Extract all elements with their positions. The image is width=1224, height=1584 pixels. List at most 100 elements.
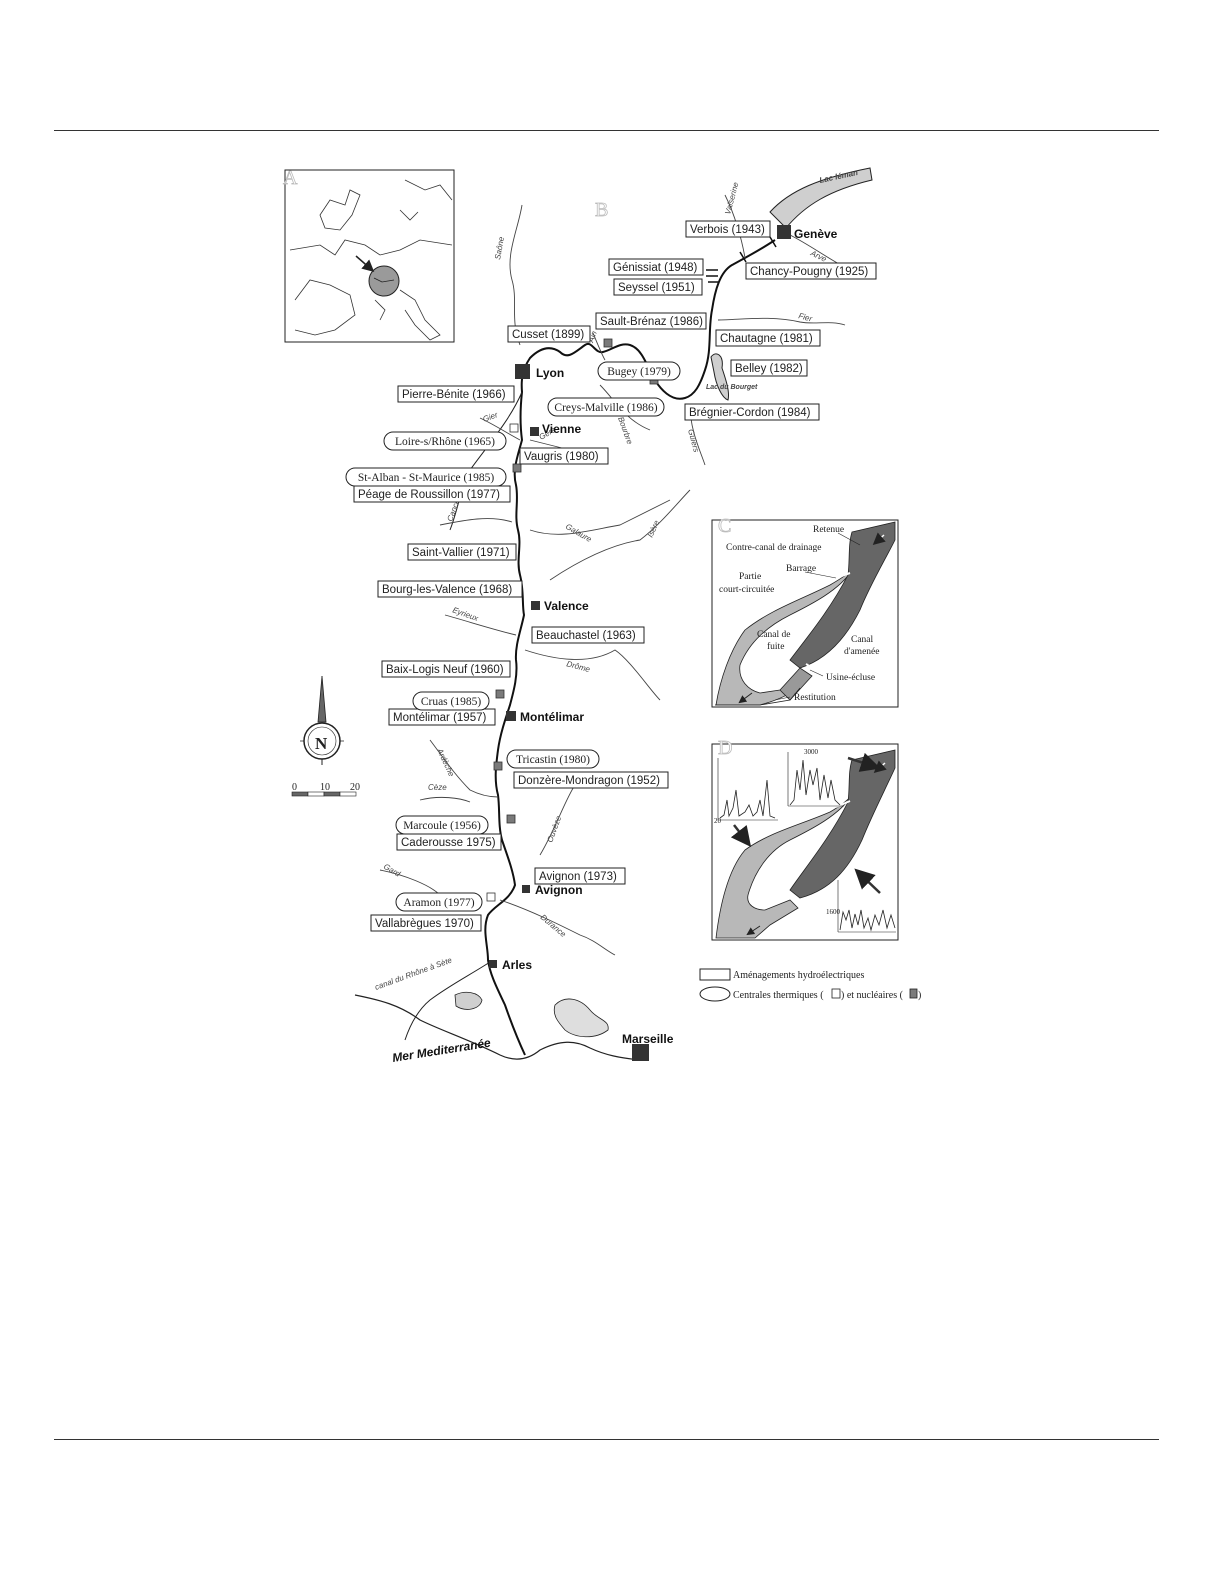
d-y1: 3000 bbox=[804, 748, 819, 756]
city-lyon: Lyon bbox=[536, 366, 564, 380]
city-marker-avignon bbox=[522, 885, 530, 893]
river-ceze: Cèze bbox=[428, 783, 447, 792]
city-marker-lyon bbox=[515, 364, 530, 379]
river-guiers: Guiers bbox=[686, 428, 701, 453]
power-plant-label: St-Alban - St-Maurice (1985) bbox=[345, 467, 507, 487]
hydro-dam-text: Sault-Brénaz (1986) bbox=[600, 316, 703, 328]
hydro-dam-text: Cusset (1899) bbox=[512, 329, 584, 341]
c-canal-fuite-1: Canal de bbox=[757, 630, 791, 640]
city-marker-valence bbox=[531, 601, 540, 610]
c-usine: Usine-écluse bbox=[826, 673, 875, 683]
hydro-dam-text: Verbois (1943) bbox=[690, 224, 765, 236]
river-galaure: Galaure bbox=[564, 522, 594, 544]
power-plant-label: Tricastin (1980) bbox=[506, 749, 600, 769]
etang-1 bbox=[454, 991, 483, 1010]
panel-letter-c: C bbox=[718, 515, 731, 537]
top-rule bbox=[54, 130, 1159, 131]
river-arve: Arve bbox=[808, 248, 828, 264]
sea-label: Mer Mediterranée bbox=[391, 1036, 492, 1065]
city-avignon: Avignon bbox=[535, 883, 583, 897]
hydro-dam-label: Chautagne (1981) bbox=[715, 329, 821, 347]
inset-europe: A bbox=[283, 167, 455, 343]
river-saone: Saône bbox=[493, 235, 506, 260]
lac-du-bourget-label: Lac du Bourget bbox=[706, 384, 758, 391]
city-marseille: Marseille bbox=[622, 1032, 674, 1046]
power-plant-text: Loire-s/Rhône (1965) bbox=[395, 436, 495, 448]
hydro-dam-label: Caderousse 1975) bbox=[396, 833, 502, 851]
hydro-dam-label: Sault-Brénaz (1986) bbox=[595, 312, 707, 330]
hydro-dam-text: Bourg-les-Valence (1968) bbox=[382, 584, 512, 596]
hydro-dam-text: Vaugris (1980) bbox=[524, 451, 599, 463]
city-marker-geneve bbox=[777, 225, 791, 239]
hydro-dam-label: Baix-Logis Neuf (1960) bbox=[381, 660, 511, 678]
panel-letter-d: D bbox=[718, 737, 732, 759]
hydro-dam-text: Baix-Logis Neuf (1960) bbox=[386, 664, 504, 676]
hydro-dam-label: Vallabrègues 1970) bbox=[370, 914, 482, 932]
power-plant-text: Marcoule (1956) bbox=[403, 820, 481, 832]
hydro-dam-label: Génissiat (1948) bbox=[608, 258, 704, 276]
lac-leman-shape bbox=[769, 167, 873, 229]
hydro-dam-label: Seyssel (1951) bbox=[613, 278, 703, 296]
hydro-dam-text: Chautagne (1981) bbox=[720, 333, 813, 345]
legend-thermal-1: Centrales thermiques ( bbox=[733, 990, 824, 1001]
city-vienne: Vienne bbox=[542, 422, 581, 436]
river-valserine: Valserine bbox=[723, 181, 740, 216]
hydro-dam-label: Vaugris (1980) bbox=[519, 447, 609, 465]
panel-letter-a: A bbox=[283, 167, 298, 189]
bottom-rule bbox=[54, 1439, 1159, 1440]
power-plant-text: Creys-Malville (1986) bbox=[554, 402, 657, 414]
hydro-dam-labels: Verbois (1943) Génissiat (1948) Chancy-Pou… bbox=[353, 220, 877, 932]
legend-hydro: Aménagements hydroélectriques bbox=[733, 970, 864, 981]
hydro-dam-label: Péage de Roussillon (1977) bbox=[353, 485, 511, 503]
river-isere: Isère bbox=[646, 518, 662, 538]
hydro-dam-label: Belley (1982) bbox=[730, 359, 808, 377]
power-plant-labels: Bugey (1979) Creys-Malville (1986) Loire-s… bbox=[345, 361, 681, 912]
hydro-dam-label: Brégnier-Cordon (1984) bbox=[684, 403, 820, 421]
plant-markers bbox=[486, 338, 659, 902]
hydro-dam-text: Vallabrègues 1970) bbox=[375, 918, 474, 930]
c-canal-amenee-2: d'amenée bbox=[844, 647, 879, 657]
hydro-dam-text: Péage de Roussillon (1977) bbox=[358, 489, 500, 501]
hydro-dam-label: Verbois (1943) bbox=[685, 220, 771, 238]
legend-thermal-2: ) et nucléaires ( bbox=[841, 990, 904, 1001]
hydro-dam-label: Cusset (1899) bbox=[507, 325, 591, 343]
city-valence: Valence bbox=[544, 599, 589, 613]
river-canal: canal du Rhône à Sète bbox=[374, 955, 454, 991]
hydro-dam-label: Chancy-Pougny (1925) bbox=[745, 262, 877, 280]
panel-letter-b: B bbox=[595, 199, 608, 221]
d-y3: 1600 bbox=[826, 908, 841, 916]
legend: Aménagements hydroélectriques Centrales … bbox=[699, 968, 921, 1002]
power-plant-label: Cruas (1985) bbox=[412, 691, 490, 711]
hydro-dam-label: Pierre-Bénite (1966) bbox=[397, 385, 515, 403]
dam-ticks bbox=[706, 236, 777, 283]
hydro-dam-label: Avignon (1973) bbox=[534, 867, 626, 885]
hydro-dam-text: Seyssel (1951) bbox=[618, 282, 695, 294]
legend-thermal-3: ) bbox=[918, 990, 921, 1001]
c-barrage: Barrage bbox=[786, 564, 816, 574]
river-ardeche: Ardèche bbox=[435, 746, 456, 778]
river-bourbre: Bourbre bbox=[616, 416, 634, 446]
hydro-dam-text: Brégnier-Cordon (1984) bbox=[689, 407, 811, 419]
power-plant-label: Creys-Malville (1986) bbox=[547, 397, 665, 417]
scale-10: 10 bbox=[320, 782, 330, 793]
hydro-dam-text: Avignon (1973) bbox=[539, 871, 617, 883]
c-retenue: Retenue bbox=[813, 525, 844, 535]
d-y2: 20 bbox=[714, 817, 722, 825]
etang-de-berre bbox=[553, 998, 609, 1038]
hydro-dam-label: Beauchastel (1963) bbox=[531, 626, 645, 644]
c-contre-canal: Contre-canal de drainage bbox=[726, 543, 821, 553]
city-marker-vienne bbox=[530, 427, 539, 436]
coastline bbox=[354, 994, 641, 1061]
river-ouveze: Ouvèze bbox=[545, 814, 563, 844]
hydro-dam-text: Chancy-Pougny (1925) bbox=[750, 266, 868, 278]
scale-20: 20 bbox=[350, 782, 360, 793]
panel-c-schematic: C Retenue Contre-canal de drainage Barra… bbox=[711, 515, 899, 708]
power-plant-text: Bugey (1979) bbox=[607, 366, 671, 378]
compass-north: N bbox=[315, 734, 328, 753]
rhone-river bbox=[484, 239, 776, 1056]
scale-bar: 0 10 20 bbox=[291, 782, 360, 797]
hydro-dam-text: Pierre-Bénite (1966) bbox=[402, 389, 506, 401]
hydro-dam-text: Montélimar (1957) bbox=[393, 712, 486, 724]
hydro-dam-text: Caderousse 1975) bbox=[401, 837, 496, 849]
